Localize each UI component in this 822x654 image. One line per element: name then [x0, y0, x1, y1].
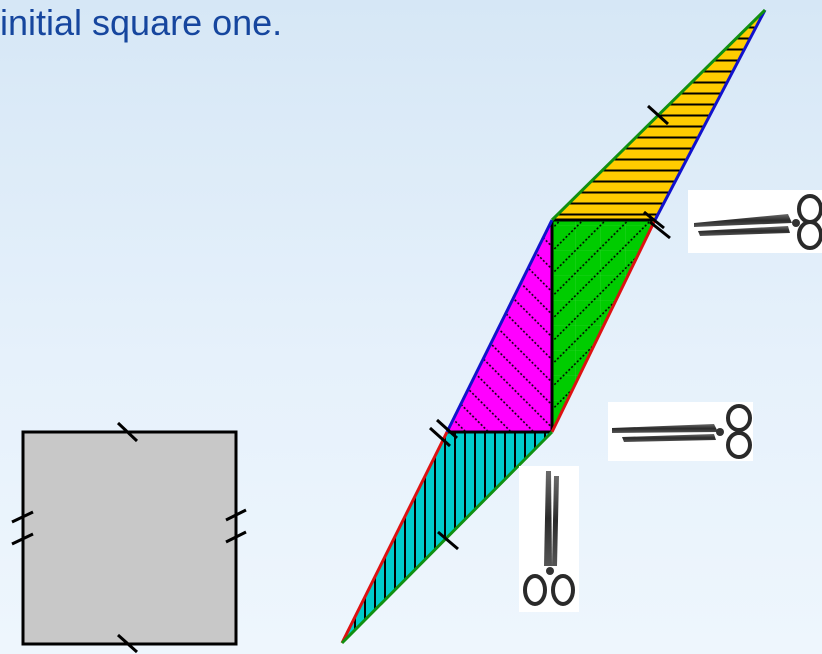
scissors-icon-middle — [608, 402, 753, 461]
scissors-icon-top — [688, 190, 822, 253]
initial-square — [12, 423, 246, 652]
scissors-icon-vertical — [519, 466, 579, 612]
